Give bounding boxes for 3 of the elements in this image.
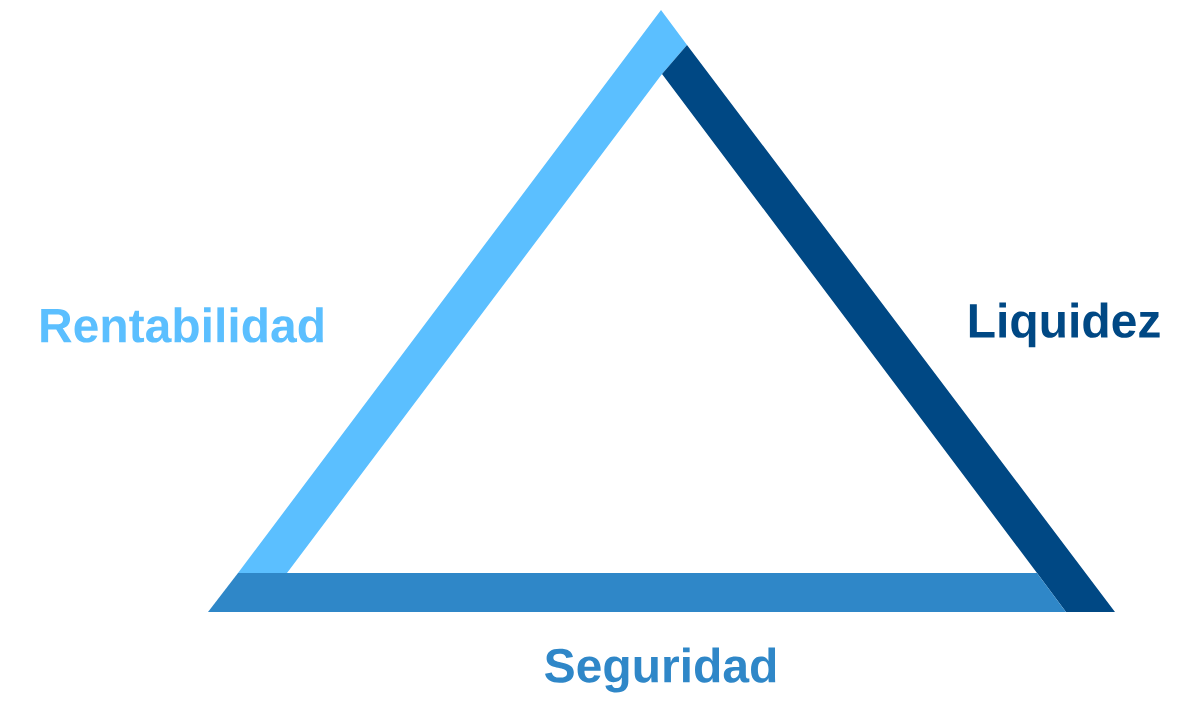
side-label: Liquidez — [969, 302, 1160, 348]
side-label: Seguridad — [545, 647, 776, 693]
side-label: Rentabilidad — [41, 307, 323, 343]
